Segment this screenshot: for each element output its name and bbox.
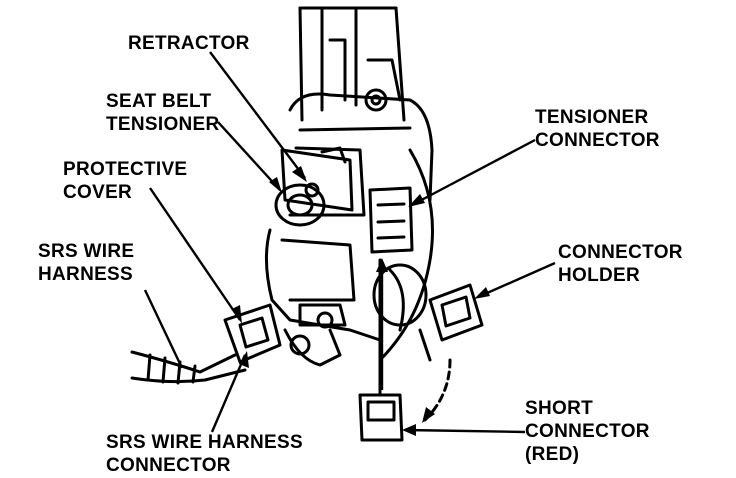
label-protective-cover-line2: COVER (63, 182, 133, 203)
right-housing (372, 148, 434, 362)
protective-cover-part (274, 183, 326, 227)
label-tensioner-connector-line1: TENSIONER (535, 107, 649, 128)
connector-holder-part (418, 283, 484, 362)
belt-webbing (298, 6, 406, 122)
tensioner-connector-part (368, 186, 414, 254)
label-srs-wire-harness-line2: HARNESS (38, 264, 134, 285)
label-short-connector-line1: SHORT (525, 398, 593, 419)
label-protective-cover: PROTECTIVE COVER (63, 158, 187, 204)
label-tensioner-connector: TENSIONER CONNECTOR (535, 106, 660, 152)
label-connector-holder: CONNECTOR HOLDER (558, 241, 683, 287)
label-srs-wire-harness-connector: SRS WIRE HARNESS CONNECTOR (106, 431, 303, 477)
label-retractor-text: RETRACTOR (128, 33, 250, 54)
label-seat-belt-tensioner: SEAT BELT TENSIONER (106, 90, 220, 136)
label-protective-cover-line1: PROTECTIVE (63, 159, 188, 180)
retractor-body (288, 88, 434, 217)
label-retractor: RETRACTOR (128, 32, 250, 55)
label-short-connector-line3: (RED) (525, 444, 580, 465)
short-connector-part (358, 258, 404, 442)
srs-wire-harness-part (130, 303, 282, 385)
lower-housing (264, 228, 382, 367)
label-seat-belt-tensioner-line1: SEAT BELT (106, 91, 212, 112)
label-srs-wire-harness-connector-line2: CONNECTOR (106, 455, 231, 476)
label-short-connector-line2: CONNECTOR (525, 421, 650, 442)
seat-belt-tensioner-part (280, 146, 354, 212)
label-srs-wire-harness-connector-line1: SRS WIRE HARNESS (106, 432, 303, 453)
label-connector-holder-line1: CONNECTOR (558, 242, 683, 263)
label-tensioner-connector-line2: CONNECTOR (535, 130, 660, 151)
label-srs-wire-harness-line1: SRS WIRE (38, 241, 135, 262)
label-connector-holder-line2: HOLDER (558, 265, 641, 286)
leader-lines (143, 51, 556, 434)
arrowheads (232, 166, 490, 436)
label-short-connector: SHORT CONNECTOR (RED) (525, 397, 650, 466)
label-srs-wire-harness: SRS WIRE HARNESS (38, 240, 134, 286)
label-seat-belt-tensioner-line2: TENSIONER (106, 114, 220, 135)
